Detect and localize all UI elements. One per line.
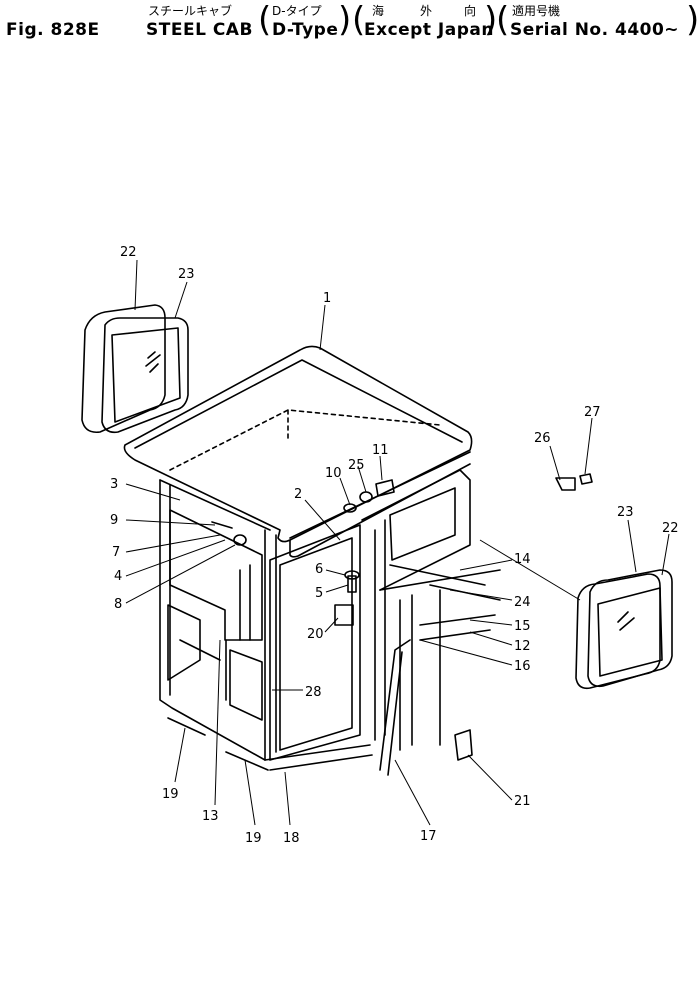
part-20-bracket [334, 604, 354, 626]
part-19b-strip [225, 751, 269, 771]
callout-16: 16 [514, 659, 531, 674]
cab-left-frame [159, 479, 277, 761]
figure-number: Fig. 828E [6, 20, 100, 40]
callout-4: 4 [114, 569, 122, 584]
callout-20: 20 [307, 627, 324, 642]
callout-13: 13 [202, 809, 219, 824]
callout-19-right: 19 [245, 831, 262, 846]
close-paren-region: ) [484, 0, 498, 40]
callout-22-left: 22 [120, 245, 137, 260]
callout-11: 11 [372, 443, 389, 458]
leader-lines [125, 259, 670, 826]
type-japanese: D-タイプ [272, 4, 322, 18]
callout-1: 1 [323, 291, 331, 306]
callout-5: 5 [315, 586, 323, 601]
part-21-bracket [454, 729, 473, 761]
left-window-set [81, 304, 189, 434]
callout-17: 17 [420, 829, 437, 844]
callout-27: 27 [584, 405, 601, 420]
open-paren-region: ( [352, 0, 366, 40]
close-paren-serial: ) [686, 0, 699, 40]
serial-english: Serial No. 4400~ [510, 20, 680, 40]
callout-18: 18 [283, 831, 300, 846]
part-26-plate [555, 477, 576, 491]
cab-rear-frame [269, 469, 501, 761]
callout-8: 8 [114, 597, 122, 612]
part-11-bolt [375, 479, 395, 497]
callout-19-left: 19 [162, 787, 179, 802]
open-paren-type: ( [258, 0, 272, 40]
callout-3: 3 [110, 477, 118, 492]
callout-15: 15 [514, 619, 531, 634]
region-japanese-3: 向 [464, 4, 477, 18]
callout-12: 12 [514, 639, 531, 654]
callout-14: 14 [514, 552, 531, 567]
callout-6: 6 [315, 562, 323, 577]
callout-23-right: 23 [617, 505, 634, 520]
right-window-set [575, 569, 673, 690]
callout-26: 26 [534, 431, 551, 446]
callout-10: 10 [325, 466, 342, 481]
small-parts [167, 473, 593, 771]
roof-panel [123, 345, 473, 558]
part-25-washer [359, 491, 373, 503]
callout-23-left: 23 [178, 267, 195, 282]
callout-28: 28 [305, 685, 322, 700]
part-5-bolt [347, 575, 357, 593]
serial-japanese: 適用号機 [512, 4, 561, 18]
callout-24: 24 [514, 595, 531, 610]
region-english: Except Japan [364, 20, 494, 40]
part-9-pin [211, 521, 233, 529]
cab-sill [264, 639, 411, 776]
callout-22-right: 22 [662, 521, 679, 536]
title-english: STEEL CAB [146, 20, 253, 40]
part-19a-strip [167, 717, 206, 736]
type-english: D-Type [272, 20, 339, 40]
callout-labels: 1 2 3 4 5 6 7 8 9 10 11 12 13 14 15 16 1… [110, 245, 679, 846]
region-japanese-2: 外 [420, 4, 433, 18]
callout-21: 21 [514, 794, 531, 809]
callout-2: 2 [294, 487, 302, 502]
region-japanese-1: 海 [372, 4, 385, 18]
callout-25: 25 [348, 458, 365, 473]
callout-9: 9 [110, 513, 118, 528]
title-japanese: スチールキャブ [148, 4, 233, 18]
open-paren-serial: ( [496, 0, 510, 40]
figure-header: Fig. 828E スチールキャブ STEEL CAB ( D-タイプ D-Ty… [0, 0, 699, 60]
part-27-screw [579, 473, 593, 485]
close-paren-type: ) [338, 0, 352, 40]
callout-7: 7 [112, 545, 120, 560]
part-8-knob [233, 534, 247, 546]
